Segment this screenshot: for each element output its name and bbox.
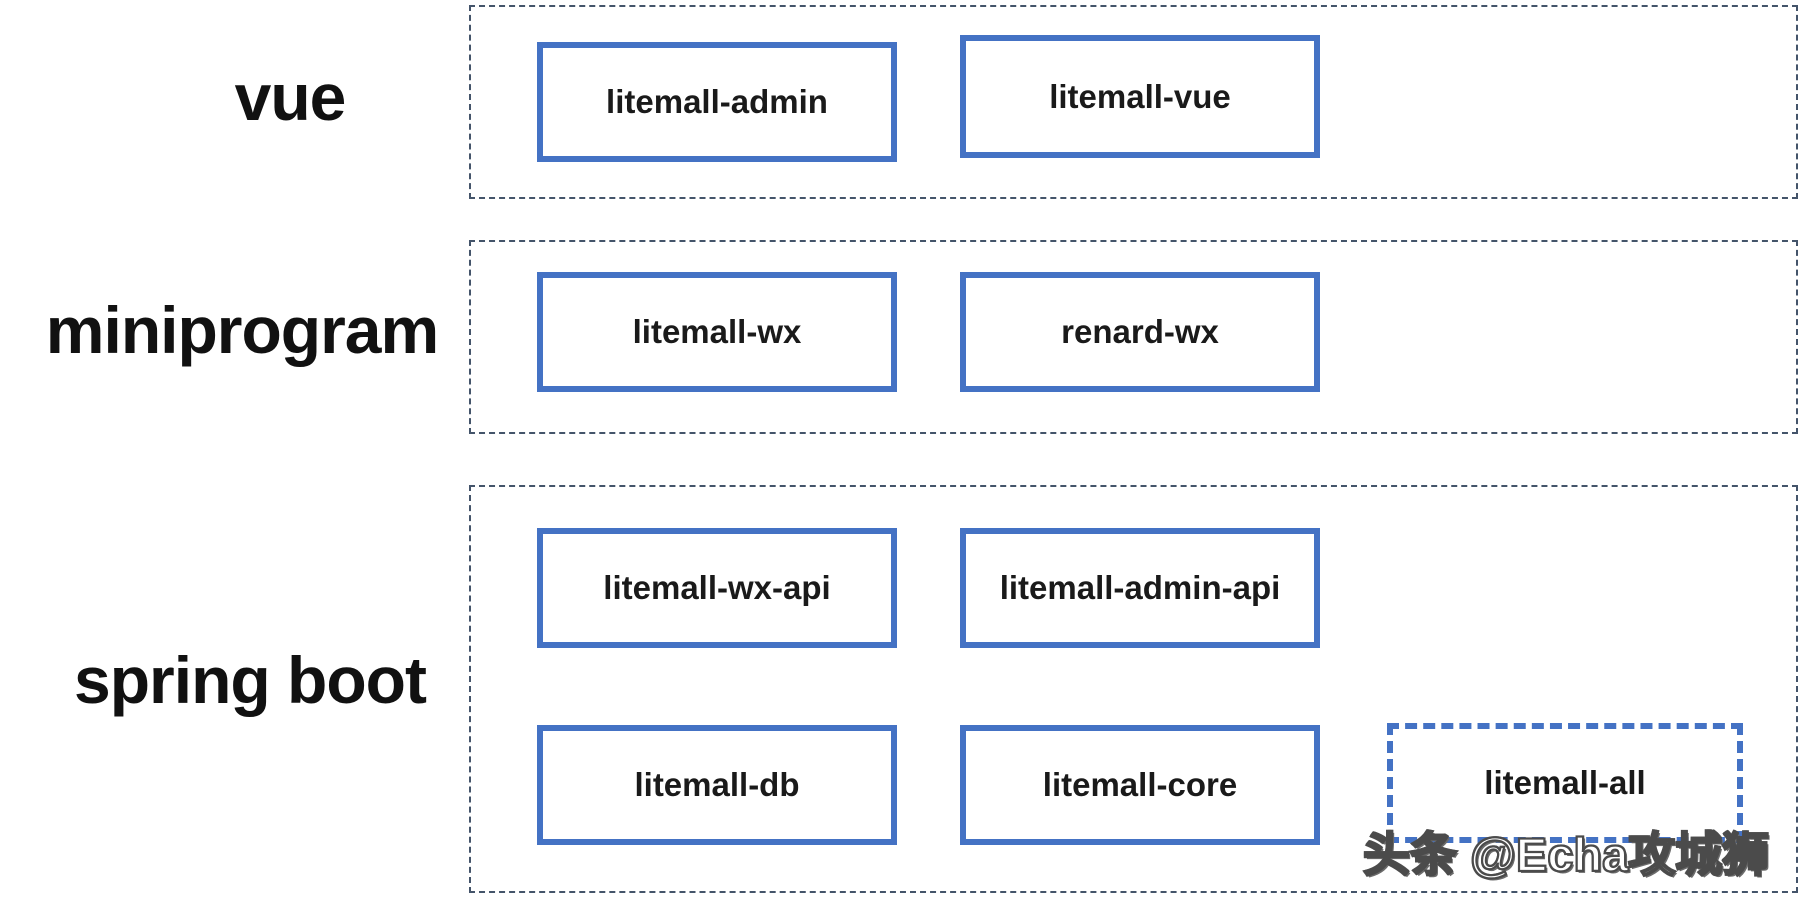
- module-box-litemall-core: litemall-core: [960, 725, 1320, 845]
- module-box-litemall-db: litemall-db: [537, 725, 897, 845]
- watermark-text: 头条 @Echa攻城狮: [1362, 827, 1770, 882]
- module-box-litemall-vue: litemall-vue: [960, 35, 1320, 158]
- module-box-litemall-wx: litemall-wx: [537, 272, 897, 392]
- module-box-litemall-wx-api: litemall-wx-api: [537, 528, 897, 648]
- module-box-litemall-all: litemall-all: [1387, 723, 1743, 843]
- module-box-renard-wx: renard-wx: [960, 272, 1320, 392]
- module-box-litemall-admin: litemall-admin: [537, 42, 897, 162]
- module-box-litemall-admin-api: litemall-admin-api: [960, 528, 1320, 648]
- layer-label-vue: vue: [234, 60, 347, 134]
- layer-label-miniprogram: miniprogram: [45, 293, 439, 367]
- layer-label-spring-boot: spring boot: [74, 643, 427, 717]
